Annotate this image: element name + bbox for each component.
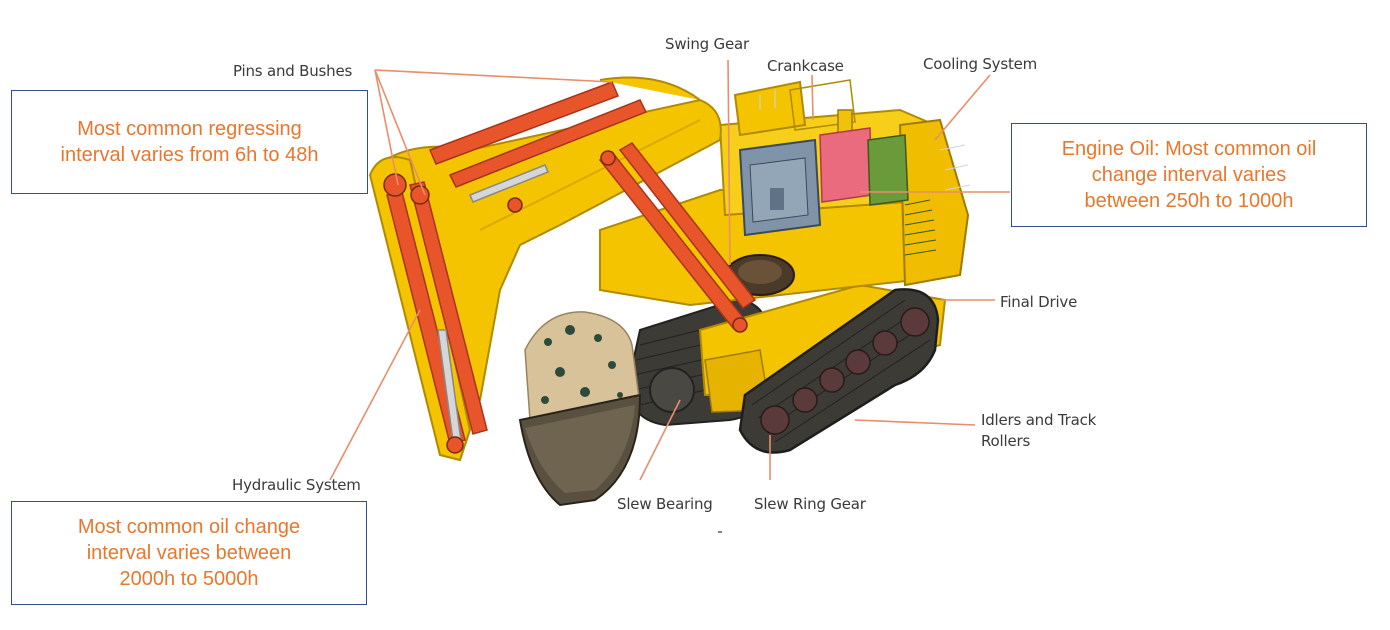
label-final-drive: Final Drive	[1000, 293, 1078, 311]
hydraulic-cylinders	[386, 81, 757, 449]
leader-lines	[329, 59, 1010, 481]
callout-engine-oil-interval: Engine Oil: Most common oil change inter…	[1011, 123, 1367, 227]
callout-pins-regreasing-interval: Most common regressing interval varies f…	[11, 90, 368, 194]
label-slew-bearing: Slew Bearing	[617, 495, 713, 513]
label-hydraulic-system: Hydraulic System	[232, 476, 361, 494]
label-idlers-and-track-rollers-line1: Idlers and Track	[981, 411, 1097, 429]
callout-hydraulic-line3: 2000h to 5000h	[119, 568, 259, 590]
callout-pins-line2: interval varies from 6h to 48h	[60, 144, 319, 166]
label-crankcase: Crankcase	[767, 57, 844, 75]
label-idlers-and-track-rollers-line2: Rollers	[981, 432, 1031, 450]
label-swing-gear: Swing Gear	[665, 35, 749, 53]
engine-block	[738, 138, 822, 237]
callout-engine-oil-line2: change interval varies	[1091, 164, 1287, 186]
near-track	[738, 288, 940, 454]
label-pins-and-bushes: Pins and Bushes	[233, 62, 353, 80]
cooling-core	[819, 127, 937, 256]
label-slew-ring-gear: Slew Ring Gear	[754, 495, 866, 513]
callout-pins-line1: Most common regressing	[77, 118, 302, 140]
callout-engine-oil-line3: between 250h to 1000h	[1084, 190, 1294, 212]
label-cooling-system: Cooling System	[923, 55, 1038, 73]
pin-joints	[383, 150, 748, 454]
bucket	[518, 311, 642, 507]
callout-hydraulic-oil-interval: Most common oil change interval varies b…	[11, 501, 367, 605]
callout-hydraulic-line1: Most common oil change	[77, 516, 301, 538]
callout-engine-oil-line1: Engine Oil: Most common oil	[1061, 138, 1317, 160]
callout-hydraulic-line2: interval varies between	[86, 542, 292, 564]
